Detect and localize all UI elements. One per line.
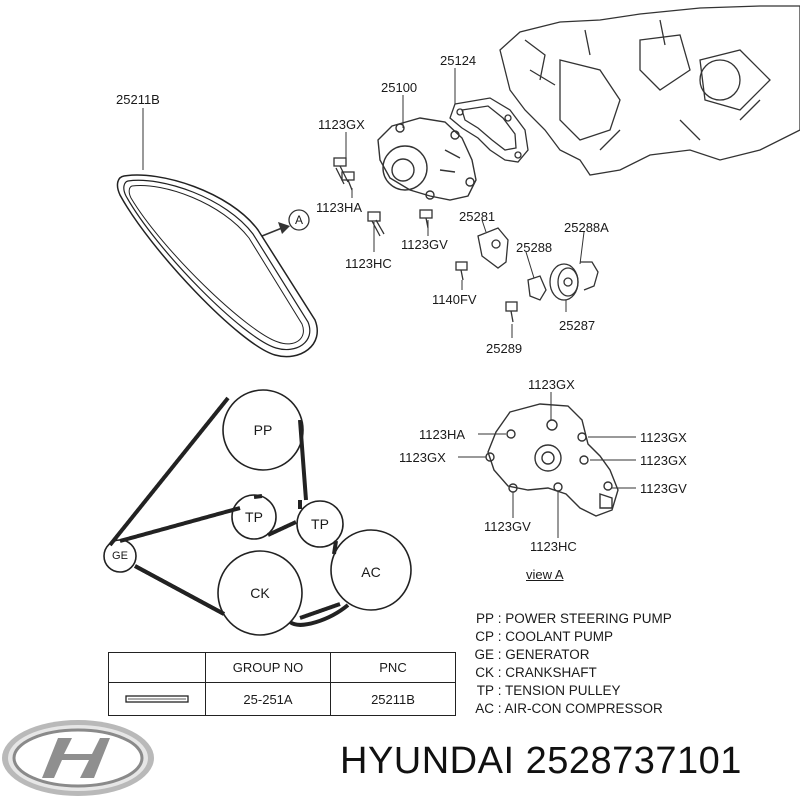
water-pump-25100 bbox=[377, 117, 477, 201]
legend-row: PP : POWER STEERING PUMP bbox=[470, 610, 672, 628]
legend-code: GE bbox=[474, 647, 494, 662]
leader-lines-top bbox=[142, 68, 585, 338]
pulley-ck-label: CK bbox=[250, 585, 270, 601]
label-1140fv: 1140FV bbox=[432, 292, 477, 307]
label-25288: 25288 bbox=[516, 240, 553, 255]
drive-belt bbox=[116, 174, 318, 358]
legend-row: GE : GENERATOR bbox=[470, 646, 672, 664]
label-1123gv-top: 1123GV bbox=[401, 237, 448, 252]
legend-code: TP bbox=[476, 683, 494, 698]
legend-text: POWER STEERING PUMP bbox=[505, 611, 672, 626]
table-header-cell: GROUP NO bbox=[205, 652, 331, 683]
va-label-gx-left: 1123GX bbox=[399, 450, 446, 465]
label-25281: 25281 bbox=[459, 209, 496, 224]
label-1123hc-top: 1123HC bbox=[345, 256, 392, 271]
va-label-gv-bottom: 1123GV bbox=[484, 519, 531, 534]
view-a-arrow bbox=[261, 209, 310, 237]
leader-lines-view-a bbox=[458, 392, 636, 538]
gasket-25124 bbox=[449, 97, 529, 163]
engine-block-fragment bbox=[499, 5, 800, 176]
va-label-gx-top: 1123GX bbox=[528, 377, 575, 392]
label-25124: 25124 bbox=[440, 53, 477, 68]
va-label-hc-bottom: 1123HC bbox=[530, 539, 577, 554]
view-a-pump bbox=[485, 403, 619, 517]
table-header-cell bbox=[108, 652, 206, 683]
view-a-title: view A bbox=[526, 567, 564, 582]
pulley-ge-label: GE bbox=[112, 550, 128, 562]
label-25100: 25100 bbox=[381, 80, 418, 95]
legend-text: TENSION PULLEY bbox=[505, 683, 621, 698]
legend-row: TP : TENSION PULLEY bbox=[470, 682, 672, 700]
label-25288a: 25288A bbox=[564, 220, 609, 235]
belt-part-label: 25211B bbox=[116, 92, 160, 107]
view-a-marker: A bbox=[294, 213, 304, 227]
legend-row: CP : COOLANT PUMP bbox=[470, 628, 672, 646]
legend-code: CK bbox=[475, 665, 494, 680]
label-25289: 25289 bbox=[486, 341, 523, 356]
pulley-pp-label: PP bbox=[253, 422, 273, 438]
label-1123ha-top: 1123HA bbox=[316, 200, 363, 215]
tensioner-parts bbox=[477, 227, 599, 301]
table-header-cell: PNC bbox=[330, 652, 456, 683]
legend-row: CK : CRANKSHAFT bbox=[470, 664, 672, 682]
va-label-ha: 1123HA bbox=[419, 427, 466, 442]
va-label-gv-right: 1123GV bbox=[640, 481, 687, 496]
va-label-gx-right1: 1123GX bbox=[640, 430, 687, 445]
table-header-row: GROUP NO PNC bbox=[108, 652, 456, 683]
label-25287: 25287 bbox=[559, 318, 596, 333]
brand-part-number: HYUNDAI 2528737101 bbox=[340, 740, 742, 782]
legend-text: AIR-CON COMPRESSOR bbox=[504, 701, 663, 716]
pulley-ac-label: AC bbox=[361, 564, 381, 580]
legend-code: PP bbox=[475, 611, 494, 626]
legend-row: AC : AIR-CON COMPRESSOR bbox=[470, 700, 672, 718]
legend-text: GENERATOR bbox=[505, 647, 590, 662]
abbreviation-legend: PP : POWER STEERING PUMP CP : COOLANT PU… bbox=[470, 610, 672, 718]
pnc-cell: 25211B bbox=[330, 682, 456, 716]
hyundai-logo bbox=[2, 720, 154, 796]
pulley-tp1-label: TP bbox=[245, 509, 263, 525]
legend-code: CP bbox=[475, 629, 494, 644]
group-no-cell: 25-251A bbox=[205, 682, 331, 716]
belt-symbol-cell bbox=[108, 682, 206, 716]
legend-code: AC bbox=[475, 701, 494, 716]
legend-text: CRANKSHAFT bbox=[505, 665, 597, 680]
legend-text: COOLANT PUMP bbox=[505, 629, 614, 644]
table-row: 25-251A 25211B bbox=[108, 682, 456, 716]
belt-routing bbox=[103, 389, 412, 636]
group-table: GROUP NO PNC 25-251A 25211B bbox=[108, 652, 456, 716]
belt-symbol bbox=[125, 694, 189, 703]
pulley-tp2-label: TP bbox=[311, 516, 329, 532]
label-1123gx-top: 1123GX bbox=[318, 117, 365, 132]
va-label-gx-right2: 1123GX bbox=[640, 453, 687, 468]
